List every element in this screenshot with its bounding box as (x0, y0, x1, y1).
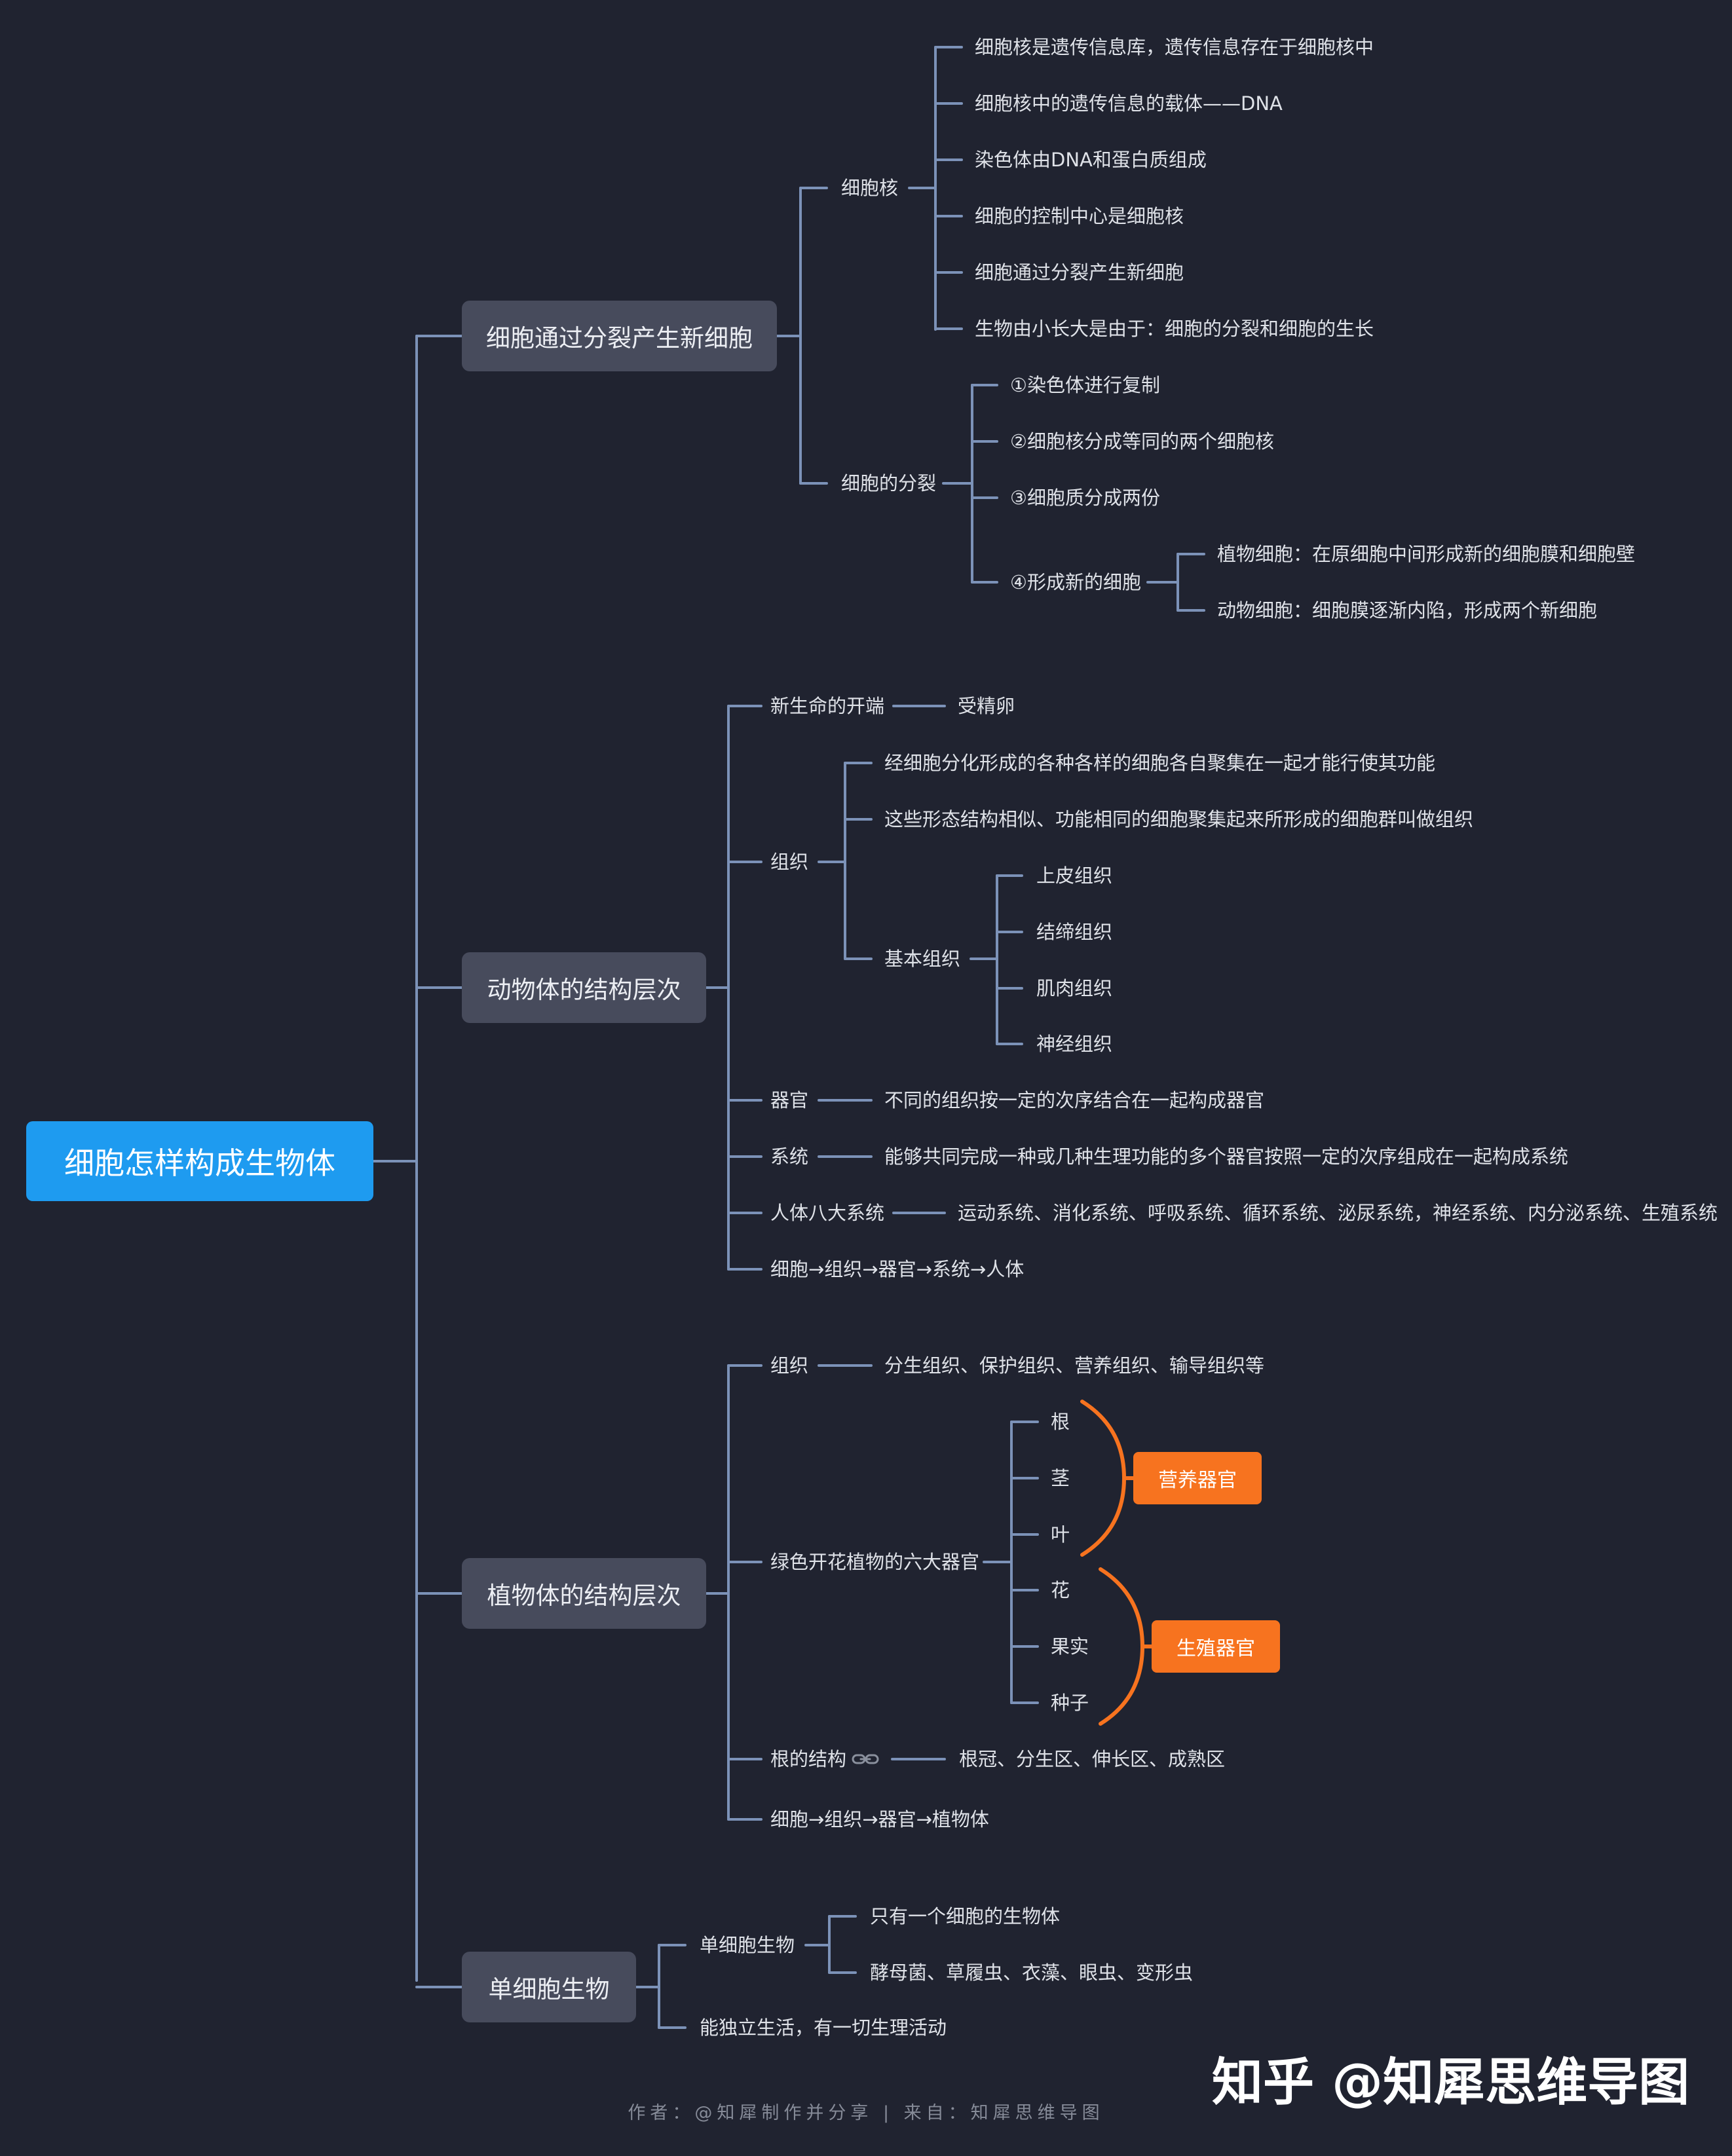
node-independent-life[interactable]: 能独立生活，有一切生理活动 (700, 2017, 947, 2039)
node-leaf[interactable]: ③细胞质分成两份 (1010, 487, 1160, 509)
branch-unicellular[interactable]: 单细胞生物 (462, 1952, 636, 2022)
node-leaf[interactable]: 酵母菌、草履虫、衣藻、眼虫、变形虫 (870, 1961, 1194, 1984)
node-leaf[interactable]: 植物细胞：在原细胞中间形成新的细胞膜和细胞壁 (1217, 543, 1636, 565)
node-leaf[interactable]: 这些形态结构相似、功能相同的细胞聚集起来所形成的细胞群叫做组织 (884, 808, 1474, 830)
node-leaf[interactable]: 分生组织、保护组织、营养组织、输导组织等 (884, 1354, 1265, 1377)
node-leaf[interactable]: 叶 (1051, 1523, 1070, 1546)
node-leaf[interactable]: 受精卵 (958, 695, 1015, 717)
node-unicellular[interactable]: 单细胞生物 (700, 1934, 795, 1956)
node-system[interactable]: 系统 (770, 1145, 809, 1168)
link-icon[interactable] (852, 1753, 879, 1766)
node-leaf[interactable]: 不同的组织按一定的次序结合在一起构成器官 (884, 1089, 1265, 1111)
node-cell-division[interactable]: 细胞的分裂 (841, 472, 937, 494)
node-leaf[interactable]: 细胞核中的遗传信息的载体——DNA (975, 92, 1283, 115)
node-basic-tissue[interactable]: 基本组织 (884, 948, 961, 970)
branch-plant-structure[interactable]: 植物体的结构层次 (462, 1558, 706, 1629)
node-root-structure[interactable]: 根的结构 (770, 1748, 847, 1770)
node-leaf[interactable]: 种子 (1051, 1692, 1089, 1714)
node-tissue[interactable]: 组织 (770, 851, 809, 873)
bracket-vegetative (1080, 1400, 1127, 1557)
node-plant-tissue[interactable]: 组织 (770, 1354, 809, 1377)
node-leaf[interactable]: 细胞通过分裂产生新细胞 (975, 261, 1184, 284)
node-leaf[interactable]: 结缔组织 (1036, 921, 1113, 943)
node-new-life[interactable]: 新生命的开端 (770, 695, 885, 717)
node-nucleus[interactable]: 细胞核 (841, 177, 899, 199)
footer-credit: 作者：@知犀制作并分享 | 来自：知犀思维导图 (628, 2103, 1104, 2123)
branch-animal-structure[interactable]: 动物体的结构层次 (462, 952, 706, 1023)
node-leaf[interactable]: 上皮组织 (1036, 864, 1113, 887)
node-leaf[interactable]: 生物由小长大是由于：细胞的分裂和细胞的生长 (975, 318, 1374, 340)
node-leaf[interactable]: 肌肉组织 (1036, 977, 1113, 999)
node-leaf[interactable]: 茎 (1051, 1467, 1070, 1489)
node-leaf[interactable]: 经细胞分化形成的各种各样的细胞各自聚集在一起才能行使其功能 (884, 752, 1436, 774)
node-leaf[interactable]: 花 (1051, 1579, 1070, 1601)
node-leaf[interactable]: 细胞的控制中心是细胞核 (975, 205, 1184, 227)
node-leaf[interactable]: 能够共同完成一种或几种生理功能的多个器官按照一定的次序组成在一起构成系统 (884, 1145, 1569, 1168)
branch-cell-division[interactable]: 细胞通过分裂产生新细胞 (462, 301, 777, 371)
node-new-cell[interactable]: ④形成新的细胞 (1010, 571, 1141, 593)
node-organ[interactable]: 器官 (770, 1089, 809, 1111)
node-leaf[interactable]: 果实 (1051, 1635, 1089, 1658)
node-leaf[interactable]: 神经组织 (1036, 1033, 1113, 1055)
node-six-organs[interactable]: 绿色开花植物的六大器官 (770, 1551, 980, 1573)
node-leaf[interactable]: 染色体由DNA和蛋白质组成 (975, 149, 1207, 171)
tag-reproductive-organ[interactable]: 生殖器官 (1152, 1620, 1280, 1673)
tag-vegetative-organ[interactable]: 营养器官 (1133, 1452, 1262, 1504)
node-leaf[interactable]: 根冠、分生区、伸长区、成熟区 (959, 1748, 1226, 1770)
bracket-reproductive (1099, 1567, 1145, 1726)
node-leaf[interactable]: 运动系统、消化系统、呼吸系统、循环系统、泌尿系统，神经系统、内分泌系统、生殖系统 (958, 1202, 1718, 1224)
node-plant-hierarchy[interactable]: 细胞→组织→器官→植物体 (770, 1808, 989, 1831)
node-leaf[interactable]: 只有一个细胞的生物体 (870, 1905, 1061, 1927)
node-animal-hierarchy[interactable]: 细胞→组织→器官→系统→人体 (770, 1258, 1025, 1280)
node-eight-systems[interactable]: 人体八大系统 (770, 1202, 885, 1224)
node-leaf[interactable]: 细胞核是遗传信息库，遗传信息存在于细胞核中 (975, 36, 1374, 58)
node-leaf[interactable]: 根 (1051, 1411, 1070, 1433)
node-leaf[interactable]: ②细胞核分成等同的两个细胞核 (1010, 430, 1274, 453)
root-node[interactable]: 细胞怎样构成生物体 (26, 1121, 373, 1201)
node-leaf[interactable]: ①染色体进行复制 (1010, 374, 1160, 396)
node-leaf[interactable]: 动物细胞：细胞膜逐渐内陷，形成两个新细胞 (1217, 599, 1598, 622)
watermark: 知乎 @知犀思维导图 (1212, 2053, 1690, 2112)
